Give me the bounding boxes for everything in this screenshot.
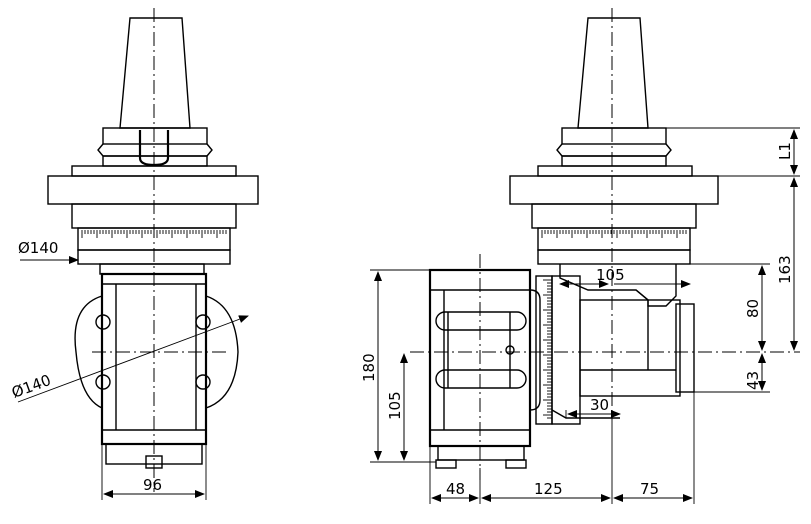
- lower-band-right: [537, 249, 691, 265]
- flange-step-right: [537, 165, 693, 177]
- dim-105-top: 105: [596, 266, 625, 284]
- main-flange: [47, 175, 259, 205]
- dim-180: 180: [360, 353, 378, 382]
- dim-30: 30: [590, 396, 609, 414]
- foot-left: [435, 459, 457, 469]
- neck: [99, 263, 205, 275]
- dim-80: 80: [744, 299, 762, 318]
- scale-ticks-left: [81, 230, 227, 238]
- center-mark: [505, 345, 515, 355]
- dim-105-left: 105: [386, 391, 404, 420]
- dim-width: 96: [143, 476, 162, 494]
- collar-lower-right: [561, 155, 667, 167]
- collar-upper: [102, 127, 208, 145]
- bolt-hole-1: [95, 314, 111, 330]
- main-flange-right: [509, 175, 719, 205]
- taper-shank: [119, 17, 191, 129]
- foot-right: [505, 459, 527, 469]
- ear-right: [205, 295, 239, 409]
- left-view: Ø140 Ø140 96: [9, 8, 259, 500]
- collar-groove: [97, 143, 213, 157]
- dim-163: 163: [776, 255, 794, 284]
- foot: [437, 445, 525, 461]
- slot-upper: [435, 311, 527, 331]
- slot-lower: [435, 369, 527, 389]
- dim-48: 48: [446, 480, 465, 498]
- scale-housing: [551, 275, 581, 425]
- bolt-hole-4: [195, 374, 211, 390]
- dim-125: 125: [534, 480, 563, 498]
- spindle-housing-right: [579, 299, 681, 397]
- output-spindle: [675, 303, 695, 393]
- collar-upper-right: [561, 127, 667, 145]
- right-view: L1 163 80 43 105 180 105 30: [360, 8, 800, 504]
- head-inner-curve: [635, 289, 649, 370]
- vertical-scale-ticks: [543, 279, 552, 419]
- collar-groove-right: [556, 143, 672, 157]
- taper-shank-right: [577, 17, 649, 129]
- upper-housing-right: [531, 203, 697, 229]
- dim-diameter-top: Ø140: [18, 239, 58, 257]
- side-block-rear: [529, 289, 541, 411]
- bolt-hole-2: [95, 374, 111, 390]
- dim-L1: L1: [776, 142, 794, 160]
- bolt-hole-3: [195, 314, 211, 330]
- dim-43: 43: [744, 371, 762, 390]
- ear-left: [74, 295, 103, 409]
- scale-ticks-right: [541, 230, 687, 238]
- dim-75: 75: [640, 480, 659, 498]
